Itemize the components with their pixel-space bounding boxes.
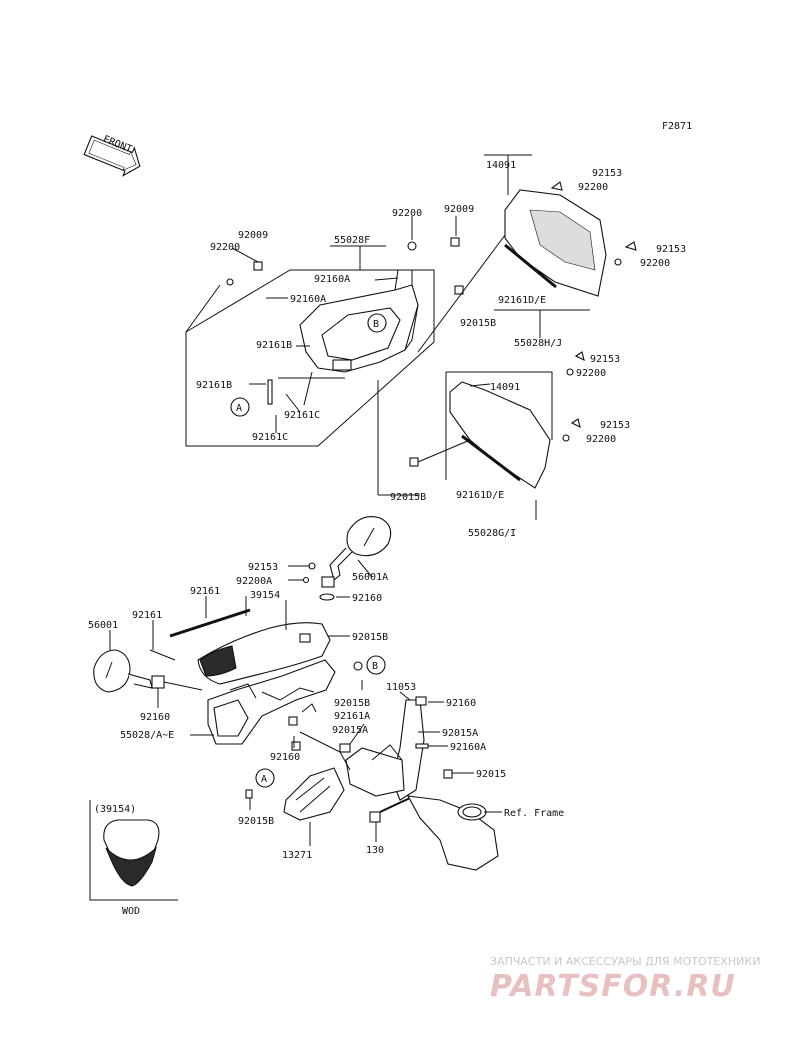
inset-variant: WOD <box>122 906 140 917</box>
part-label: 92160 <box>140 712 170 723</box>
part-label: 92200A <box>236 576 272 587</box>
part-label: 92200 <box>578 182 608 193</box>
part-label: 92200 <box>576 368 606 379</box>
screw-icon <box>550 181 563 191</box>
part-label: 92015B <box>352 632 388 643</box>
part-label: 92161 <box>190 586 220 597</box>
svg-text:B: B <box>373 319 379 330</box>
meter-bracket-55028F <box>299 269 419 373</box>
front-arrow-icon <box>83 135 141 177</box>
part-label: 55028F <box>334 235 370 246</box>
watermark-brand: PARTSFOR.RU <box>490 969 736 1004</box>
nut-icon <box>443 769 453 779</box>
air-duct-13271 <box>283 767 345 821</box>
callout-a-upper <box>230 397 250 417</box>
part-label: 92009 <box>444 204 474 215</box>
part-label: 56001A <box>352 572 388 583</box>
inset-part-number: (39154) <box>94 804 136 815</box>
callout-b-upper <box>367 313 387 333</box>
part-label: 92160 <box>446 698 476 709</box>
upper-cowl-39154 <box>169 608 331 685</box>
windshield-55028HJ <box>504 189 607 297</box>
part-label: 92015B <box>238 816 274 827</box>
part-label: 92153 <box>656 244 686 255</box>
svg-text:A: A <box>236 403 242 414</box>
mirror-left-56001 <box>93 649 153 693</box>
part-label: 56001 <box>88 620 118 631</box>
part-label: Ref. Frame <box>504 808 564 819</box>
part-label: 92161B <box>256 340 292 351</box>
washer-icon <box>407 241 417 251</box>
part-label: 92160A <box>450 742 486 753</box>
part-label: 92161D/E <box>456 490 504 501</box>
part-label: 92161 <box>132 610 162 621</box>
part-label: 14091 <box>490 382 520 393</box>
frame-head <box>407 795 499 871</box>
part-label: 92015B <box>334 698 370 709</box>
rubber-strip-icon <box>267 379 273 405</box>
screw-icon <box>570 418 581 429</box>
part-label: 14091 <box>486 160 516 171</box>
part-label: 92009 <box>238 230 268 241</box>
part-label: 92015 <box>476 769 506 780</box>
part-label: 92161A <box>334 711 370 722</box>
part-label: 55028H/J <box>514 338 562 349</box>
grommet-icon <box>454 285 464 295</box>
part-label: 92015A <box>332 725 368 736</box>
watermark-tagline: ЗАПЧАСТИ И АКСЕССУАРЫ ДЛЯ МОТОТЕХНИКИ <box>490 955 760 968</box>
part-label: 55028G/I <box>468 528 516 539</box>
nut-icon <box>450 237 460 247</box>
part-label: 92161C <box>284 410 320 421</box>
windshield-55028GI <box>449 381 551 489</box>
part-label: 92160 <box>270 752 300 763</box>
washer-icon <box>226 278 234 286</box>
part-label: 92160 <box>352 593 382 604</box>
part-label: 13271 <box>282 850 312 861</box>
part-label: 92161D/E <box>498 295 546 306</box>
part-label: 92200 <box>586 434 616 445</box>
part-label: 92153 <box>248 562 278 573</box>
part-label: 92153 <box>600 420 630 431</box>
inner-cowl-55028AE <box>207 659 336 745</box>
svg-text:A: A <box>261 774 267 785</box>
part-label: 92015B <box>390 492 426 503</box>
part-label: 92015A <box>442 728 478 739</box>
part-label: 55028/A~E <box>120 730 174 741</box>
callout-a-lower <box>255 768 275 788</box>
screw-icon <box>624 241 637 251</box>
part-label: 92200 <box>210 242 240 253</box>
inset-variant-box <box>89 800 178 901</box>
svg-text:B: B <box>372 661 378 672</box>
part-label: 92161B <box>196 380 232 391</box>
part-label: 92200 <box>640 258 670 269</box>
part-label: 92160A <box>290 294 326 305</box>
part-label: 92153 <box>590 354 620 365</box>
screw-icon <box>574 351 585 362</box>
part-label: 92015B <box>460 318 496 329</box>
part-label: 92161C <box>252 432 288 443</box>
cowl-stay-11053 <box>299 699 425 801</box>
callout-b-lower <box>366 655 386 675</box>
part-label: 39154 <box>250 590 280 601</box>
group-box-upper <box>185 269 435 447</box>
part-label: 92200 <box>392 208 422 219</box>
bolt-icon <box>253 261 263 271</box>
part-label: 92160A <box>314 274 350 285</box>
part-label: 92153 <box>592 168 622 179</box>
part-label: 11053 <box>386 682 416 693</box>
mirror-right-56001A <box>329 516 392 581</box>
figure-code: F2871 <box>662 121 692 132</box>
grommet-icon <box>409 457 419 467</box>
part-label: 130 <box>366 845 384 856</box>
bolt-130-icon <box>369 797 411 823</box>
